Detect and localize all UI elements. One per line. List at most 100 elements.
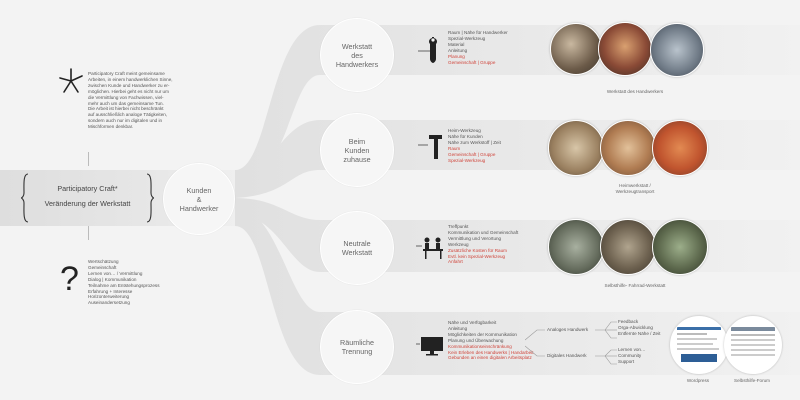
bullet-item: Planung und Überwachung — [448, 337, 504, 343]
photo-bike-3 — [652, 219, 708, 275]
bullet-item: Anleitung — [448, 325, 468, 331]
analog-label: Analoges Handwerk — [547, 327, 589, 332]
bullet-item: Anleitung — [448, 47, 468, 53]
branch-title-line: zuhause — [343, 154, 371, 164]
connector-top — [88, 152, 89, 166]
hub-line3: Handwerker — [179, 203, 219, 213]
bullet-item: Zusätzliche Kosten für Raum — [448, 247, 507, 253]
screenshot-forum — [724, 316, 782, 374]
caption-line: Selbsthilfe- Fahrrad-Werkstatt — [604, 283, 666, 288]
caption-kunden: Heimwerkstatt /Werkzeugtransport — [580, 183, 690, 195]
branch-title-line: Werkstatt — [341, 248, 373, 257]
question-item: Erfahrung + Interesse — [88, 288, 133, 294]
bullet-item: Kommunikation und Gemeinschaft — [448, 229, 519, 235]
photo-bike-2 — [600, 219, 656, 275]
bullet-item: Treffpunkt — [448, 224, 469, 229]
branch-title-line: Kunden — [344, 145, 370, 155]
photo-home-2 — [600, 120, 656, 176]
intro-line: sondern auch nur im digitalen und in — [88, 118, 163, 124]
photo-workshop-2 — [598, 22, 652, 76]
caption-line: Werkstatt des Handwerkers — [606, 89, 664, 94]
center-title-line2: Veränderung der Werkstatt — [44, 199, 131, 208]
hammer-icon — [418, 135, 442, 159]
intro-line: zwischen Kunde und Handwerker zu er- — [88, 82, 170, 88]
split-connectors — [525, 321, 617, 365]
branch-title-line: Beim — [348, 136, 366, 146]
bullet-item: Anfahrt — [448, 259, 463, 265]
center-title: Participatory Craft* Veränderung der Wer… — [30, 184, 145, 208]
bullet-item: Möglichkeiten der Kommunikation — [448, 331, 517, 337]
bullet-item: Raum | Nähe für Handwerker — [448, 30, 508, 35]
intro-line: Participatory Craft meint gemeinsame — [88, 71, 165, 76]
bullet-item: Kein Erleben des Handwerks | Handarbeit — [448, 349, 534, 355]
branch-title-line: Neutrale — [343, 239, 371, 248]
question-item: Teilnahme am Entstehungsprozess — [88, 282, 160, 288]
bullet-item: Heim-Werkzeug — [448, 128, 481, 133]
digital-label: Digitales Handwerk — [547, 353, 587, 358]
bullet-item: Nähe zum Werkstoff | Zeit — [448, 139, 501, 145]
intro-line: möglichen. Hierbei geht es nicht nur um — [88, 88, 169, 94]
intro-line: Mischformen denkbar. — [88, 124, 134, 130]
caption-forum: Selbsthilfe-Forum — [724, 378, 780, 384]
analog-item: Feedback — [618, 319, 639, 324]
bullet-item: Kommunikationseinschränkung — [448, 343, 512, 349]
intro-line: die Vermittlung von Fachwissen, viel- — [88, 94, 164, 100]
digital-item: Community — [618, 352, 642, 358]
photo-bike-1 — [548, 219, 604, 275]
intro-line: auf ausschließlich analoge Tätigkeiten, — [88, 112, 168, 118]
question-item: Dialog | Kommunikation — [88, 276, 137, 282]
photo-workshop-3 — [650, 23, 704, 77]
branch-title-line: Werkstatt — [341, 41, 373, 51]
bullet-item: Evtl. kein Spezial-Werkzeug — [448, 253, 506, 259]
screenshot-wordpress — [670, 316, 728, 374]
caption-line: Werkzeugtransport — [615, 188, 655, 194]
bullet-item: Nähe und Verfügbarkeit — [448, 320, 497, 325]
digital-item: Lernen von… — [618, 347, 646, 352]
branch-title-line: Handwerkers — [335, 59, 379, 69]
analog-item: Entfernte Nähe / Zeit — [618, 330, 661, 336]
bullet-item: Spezial-Werkzeug — [448, 157, 486, 163]
bullet-item: Vermittlung und Verortung — [448, 235, 502, 241]
bullet-item: Planung — [448, 53, 465, 59]
caption-line: Selbsthilfe-Forum — [734, 378, 770, 383]
caption-wordpress: Wordpress — [670, 378, 726, 384]
star-burst-icon — [59, 68, 83, 93]
caption-werkstatt: Werkstatt des Handwerkers — [580, 89, 690, 95]
bullet-item: Material — [448, 41, 465, 47]
bullet-item: Spezial-Werkzeug — [448, 35, 486, 41]
question-item: Lernen von… / Vermittlung — [88, 270, 143, 276]
photo-home-1 — [548, 120, 604, 176]
photo-workshop-1 — [550, 23, 602, 75]
intro-line: Die Arbeit ist hierbei nicht beschränkt — [88, 106, 164, 112]
intro-line: mehr auch um das gemeinsame Tun. — [88, 100, 164, 106]
digital-item: Support — [618, 358, 635, 364]
bullet-item: Raum — [448, 145, 461, 151]
branch-band-2 — [235, 120, 800, 198]
bullet-item: Nähe für Kunden — [448, 133, 483, 139]
hub-line1: Kunden — [186, 185, 212, 195]
caption-line: Wordpress — [686, 378, 710, 383]
question-item: Horizonterweiterung — [88, 294, 130, 300]
right-brace-icon — [146, 173, 155, 223]
branch-title-line: des — [351, 50, 363, 60]
bullet-item: Gemeinschaft | Gruppe — [448, 59, 496, 65]
bullet-item: Gebunden an einen digitalen Arbeitsplatz — [448, 355, 532, 361]
hub-line2: & — [196, 194, 202, 204]
question-item: Wertschätzung — [88, 259, 119, 264]
question-item: Auseinandersetzung — [88, 300, 130, 306]
left-brace-icon — [20, 173, 29, 223]
question-mark: ? — [60, 260, 79, 298]
bullet-item: Gemeinschaft | Gruppe — [448, 151, 496, 157]
photo-home-3 — [652, 120, 708, 176]
branch-title-line: Trennung — [341, 347, 373, 356]
center-title-line1: Participatory Craft* — [57, 184, 118, 193]
